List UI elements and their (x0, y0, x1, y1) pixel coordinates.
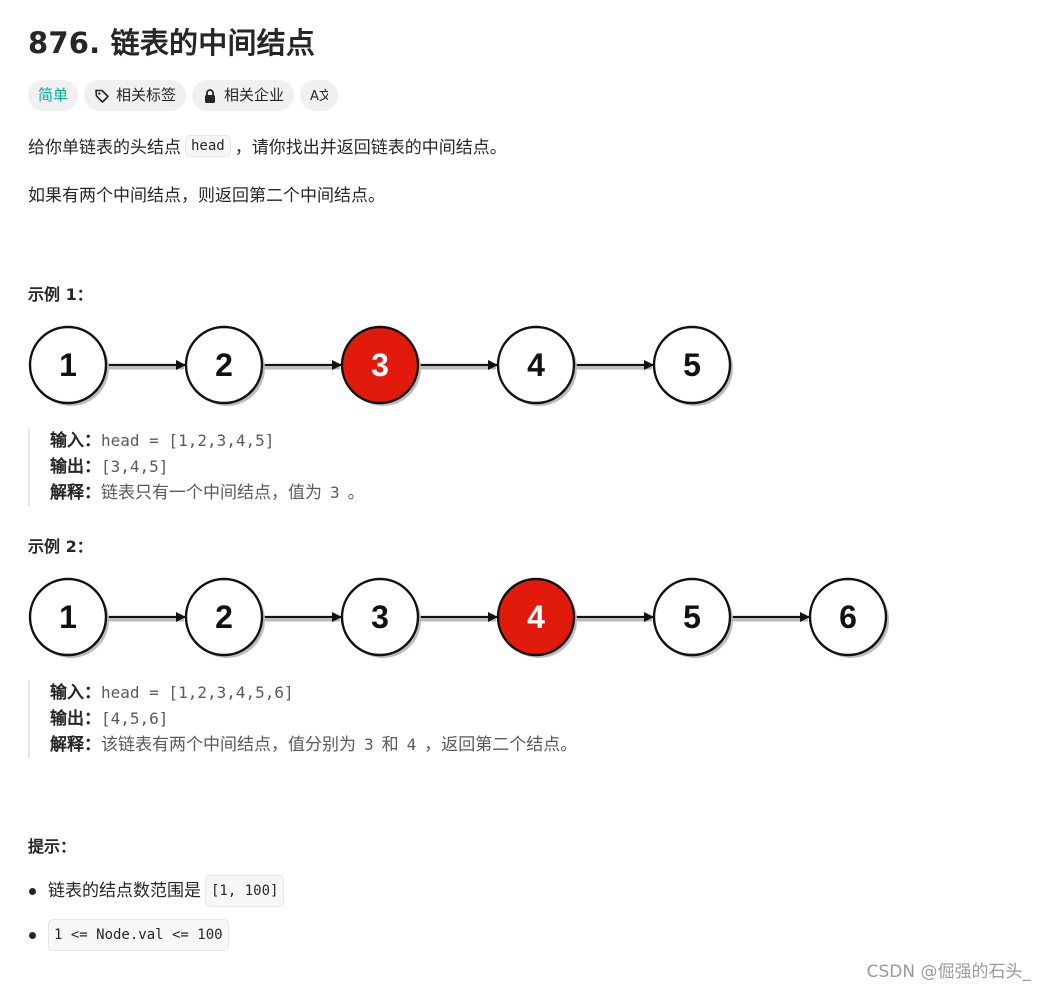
node-value-label: 3 (371, 347, 389, 383)
node-value-label: 3 (371, 599, 389, 635)
example-1-io-block: 输入： head = [1,2,3,4,5] 输出： [3,4,5] 解释： 链… (28, 428, 728, 506)
example-1-title: 示例 1： (28, 285, 93, 304)
companies-button[interactable]: 相关企业 (192, 80, 295, 111)
list-node-circle (652, 577, 732, 657)
inline-code-head: head (185, 134, 231, 157)
example-2-output: 输出： [4,5,6] (50, 709, 169, 729)
list-node-circle (184, 325, 264, 405)
node-value-label: 6 (839, 599, 857, 635)
node-value-label: 2 (215, 347, 233, 383)
example-1-linked-list-diagram: 1 2 3 4 5 (28, 325, 733, 406)
tag-bar: 简单 相关标签 相关企业 A文 (28, 80, 339, 111)
example-2-explanation: 解释： 该链表有两个中间结点，值分别为 3 和 4 ，返回第二个结点。 (50, 735, 578, 755)
companies-label: 相关企业 (224, 86, 285, 104)
list-node-circle (340, 577, 420, 657)
hint-item-node-count: 链表的结点数范围是 [1, 100] (28, 875, 288, 907)
example-1-input: 输入： head = [1,2,3,4,5] (50, 431, 275, 451)
difficulty-tag[interactable]: 简单 (28, 80, 79, 111)
example-2-io-block: 输入： head = [1,2,3,4,5,6] 输出： [4,5,6] 解释：… (28, 680, 728, 758)
node-value-label: 4 (527, 599, 545, 635)
translate-icon: A文 (310, 89, 328, 104)
description-paragraph-2: 如果有两个中间结点，则返回第二个中间结点。 (28, 186, 385, 206)
description-paragraph-1: 给你单链表的头结点 head ，请你找出并返回链表的中间结点。 (28, 133, 507, 158)
middle-node-circle (340, 325, 420, 405)
list-node-circle (28, 325, 108, 405)
related-topics-label: 相关标签 (116, 86, 177, 104)
example-1-output: 输出： [3,4,5] (50, 457, 169, 477)
translate-button[interactable]: A文 (300, 80, 339, 111)
tag-icon (95, 89, 109, 103)
hint-item-node-value: 1 <= Node.val <= 100 (28, 919, 288, 951)
example-2-input: 输入： head = [1,2,3,4,5,6] (50, 683, 294, 703)
example-1-explanation: 解释： 链表只有一个中间结点，值为 3 。 (50, 483, 365, 503)
list-node-circle (28, 577, 108, 657)
hints-title: 提示： (28, 837, 77, 856)
node-value-label: 5 (683, 347, 701, 383)
related-topics-button[interactable]: 相关标签 (84, 80, 187, 111)
node-value-label: 2 (215, 599, 233, 635)
node-value-label: 4 (527, 347, 545, 383)
example-2-title: 示例 2： (28, 537, 93, 556)
node-value-label: 1 (59, 347, 77, 383)
node-value-label: 1 (59, 599, 77, 635)
list-node-circle (808, 577, 888, 657)
middle-node-circle (496, 577, 576, 657)
watermark: CSDN @倔强的石头_ (866, 962, 1031, 982)
list-node-circle (496, 325, 576, 405)
page-title: 876. 链表的中间结点 (28, 26, 316, 60)
list-node-circle (184, 577, 264, 657)
lock-icon (205, 88, 216, 103)
example-2-linked-list-diagram: 1 2 3 4 5 6 (28, 577, 889, 658)
hints-list: 链表的结点数范围是 [1, 100] 1 <= Node.val <= 100 (28, 875, 288, 951)
svg-text:A文: A文 (310, 89, 328, 104)
node-value-label: 5 (683, 599, 701, 635)
list-node-circle (652, 325, 732, 405)
